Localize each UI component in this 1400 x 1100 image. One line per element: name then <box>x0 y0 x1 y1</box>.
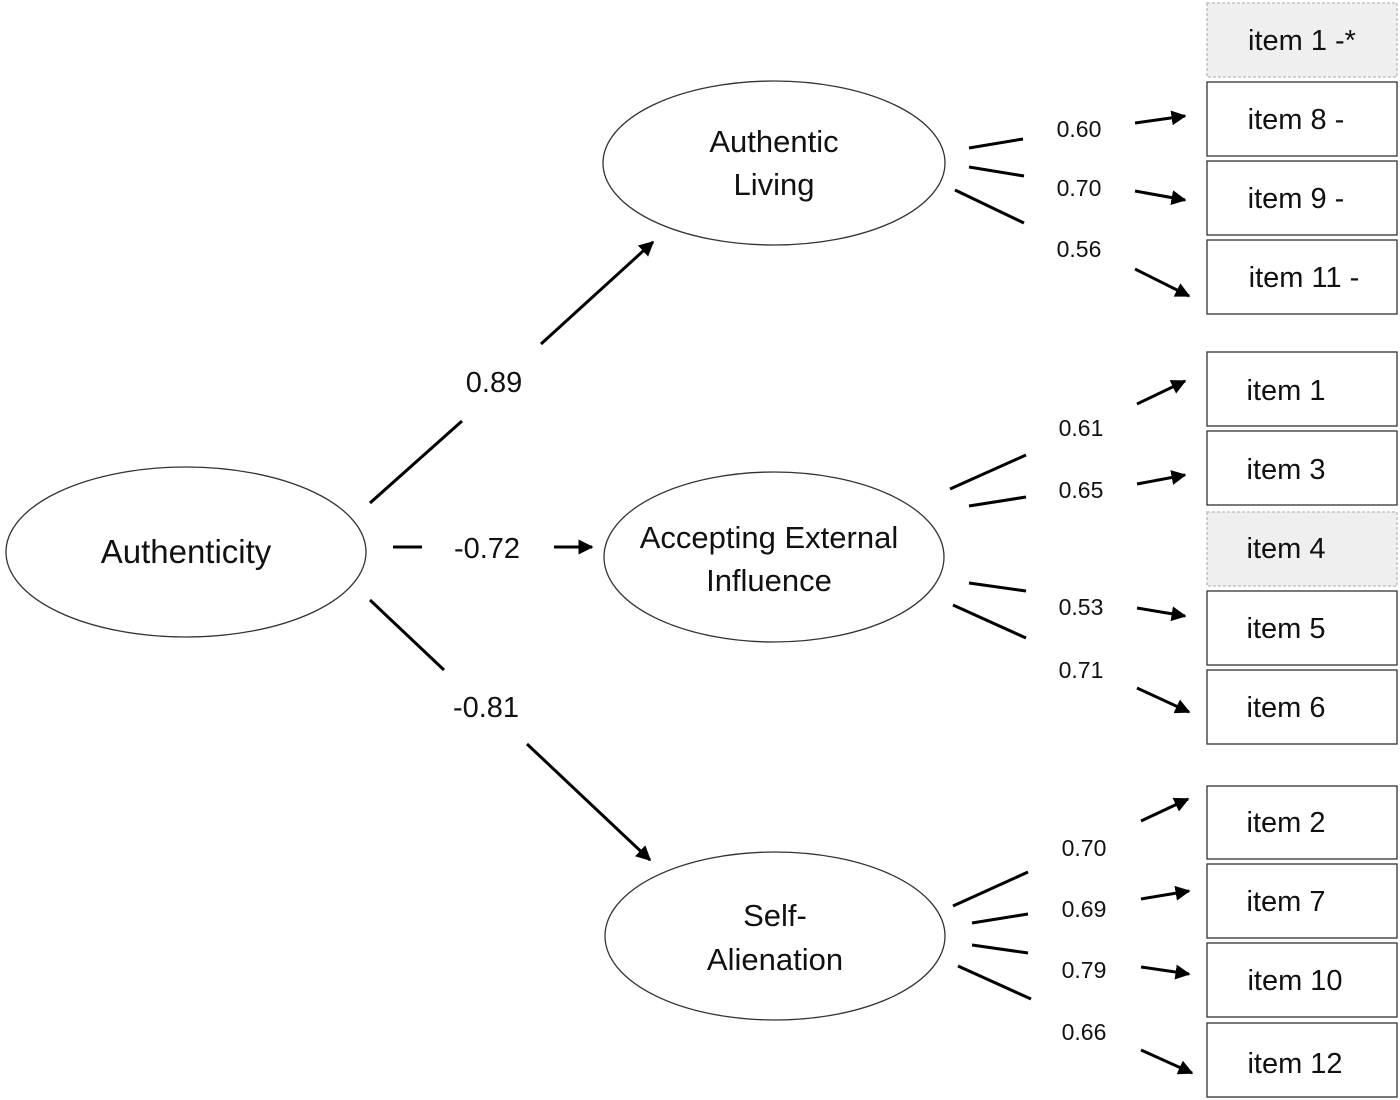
item-box-label: item 10 <box>1247 965 1342 997</box>
node-self-alienation: Self- Alienation <box>604 851 946 1021</box>
item-box-6: item 6 <box>1206 669 1398 745</box>
loading-authentic-living-item-9: 0.70 <box>968 165 1187 205</box>
loading-label: 0.71 <box>1059 657 1104 683</box>
item-box-9-neg: item 9 - <box>1206 160 1398 236</box>
loading-label: 0.66 <box>1062 1019 1107 1045</box>
item-box-label: item 9 - <box>1248 183 1345 215</box>
coef-authentic-living: 0.89 <box>466 367 522 399</box>
loading-self-alienation-item-12: 0.66 <box>957 964 1194 1075</box>
path-authenticity-to-accepting-external-influence: -0.72 <box>393 533 594 565</box>
loading-self-alienation-item-10: 0.79 <box>971 943 1191 983</box>
loading-self-alienation-item-7: 0.69 <box>971 885 1191 925</box>
item-box-11-neg: item 11 - <box>1206 239 1398 315</box>
loading-accepting-external-influence-item-6: 0.71 <box>952 603 1191 714</box>
node-authentic-living-label-line2: Living <box>734 167 815 202</box>
item-box-label: item 8 - <box>1248 104 1345 136</box>
item-box-8-neg: item 8 - <box>1206 81 1398 157</box>
path-authenticity-to-authentic-living: 0.89 <box>369 240 655 505</box>
item-box-label: item 2 <box>1247 807 1326 839</box>
item-box-label: item 7 <box>1247 886 1326 918</box>
item-box-12: item 12 <box>1206 1022 1398 1098</box>
item-box-7: item 7 <box>1206 863 1398 939</box>
node-self-alienation-label-line1: Self- <box>743 898 807 933</box>
loading-label: 0.53 <box>1059 594 1104 620</box>
loading-label: 0.70 <box>1057 175 1102 201</box>
item-box-label: item 6 <box>1247 692 1326 724</box>
node-authenticity-label: Authenticity <box>101 533 272 570</box>
loading-self-alienation-item-2: 0.70 <box>952 797 1190 908</box>
path-authenticity-to-self-alienation: -0.81 <box>368 598 652 862</box>
item-box-label: item 12 <box>1247 1048 1342 1080</box>
item-box-label: item 4 <box>1247 533 1326 565</box>
item-box-label: item 1 -* <box>1248 25 1356 57</box>
loading-accepting-external-influence-item-3: 0.65 <box>968 470 1187 508</box>
item-box-1: item 1 <box>1206 351 1398 427</box>
coef-accepting-external-influence: -0.72 <box>454 533 520 565</box>
loading-authentic-living-item-8: 0.60 <box>968 110 1187 150</box>
loading-label: 0.61 <box>1059 415 1104 441</box>
loading-label: 0.70 <box>1062 835 1107 861</box>
item-box-2: item 2 <box>1206 785 1398 860</box>
node-authenticity: Authenticity <box>5 466 367 638</box>
loading-accepting-external-influence-item-1: 0.61 <box>949 379 1187 491</box>
item-box-label: item 5 <box>1247 613 1326 645</box>
item-box-10: item 10 <box>1206 942 1398 1018</box>
node-self-alienation-label-line2: Alienation <box>707 942 843 977</box>
item-box-5: item 5 <box>1206 590 1398 666</box>
node-accepting-external-influence-label-line1: Accepting External <box>640 520 898 555</box>
item-box-4-dropped: item 4 <box>1206 511 1398 587</box>
item-box-label: item 11 - <box>1249 262 1360 294</box>
loading-authentic-living-item-11: 0.56 <box>954 188 1191 298</box>
item-box-label: item 1 <box>1247 375 1326 407</box>
loading-label: 0.56 <box>1057 236 1102 262</box>
loading-label: 0.69 <box>1062 896 1107 922</box>
node-authentic-living: Authentic Living <box>602 80 946 246</box>
loading-label: 0.65 <box>1059 477 1104 503</box>
node-authentic-living-label-line1: Authentic <box>709 124 838 159</box>
item-box-1-neg-dropped: item 1 -* <box>1206 2 1398 78</box>
item-box-label: item 3 <box>1247 454 1326 486</box>
loading-label: 0.79 <box>1062 957 1107 983</box>
loading-label: 0.60 <box>1057 116 1102 142</box>
coef-self-alienation: -0.81 <box>453 692 519 724</box>
node-accepting-external-influence: Accepting External Influence <box>603 471 945 643</box>
loading-accepting-external-influence-item-5: 0.53 <box>968 581 1187 622</box>
node-accepting-external-influence-label-line2: Influence <box>706 563 832 598</box>
item-box-3: item 3 <box>1206 430 1398 506</box>
